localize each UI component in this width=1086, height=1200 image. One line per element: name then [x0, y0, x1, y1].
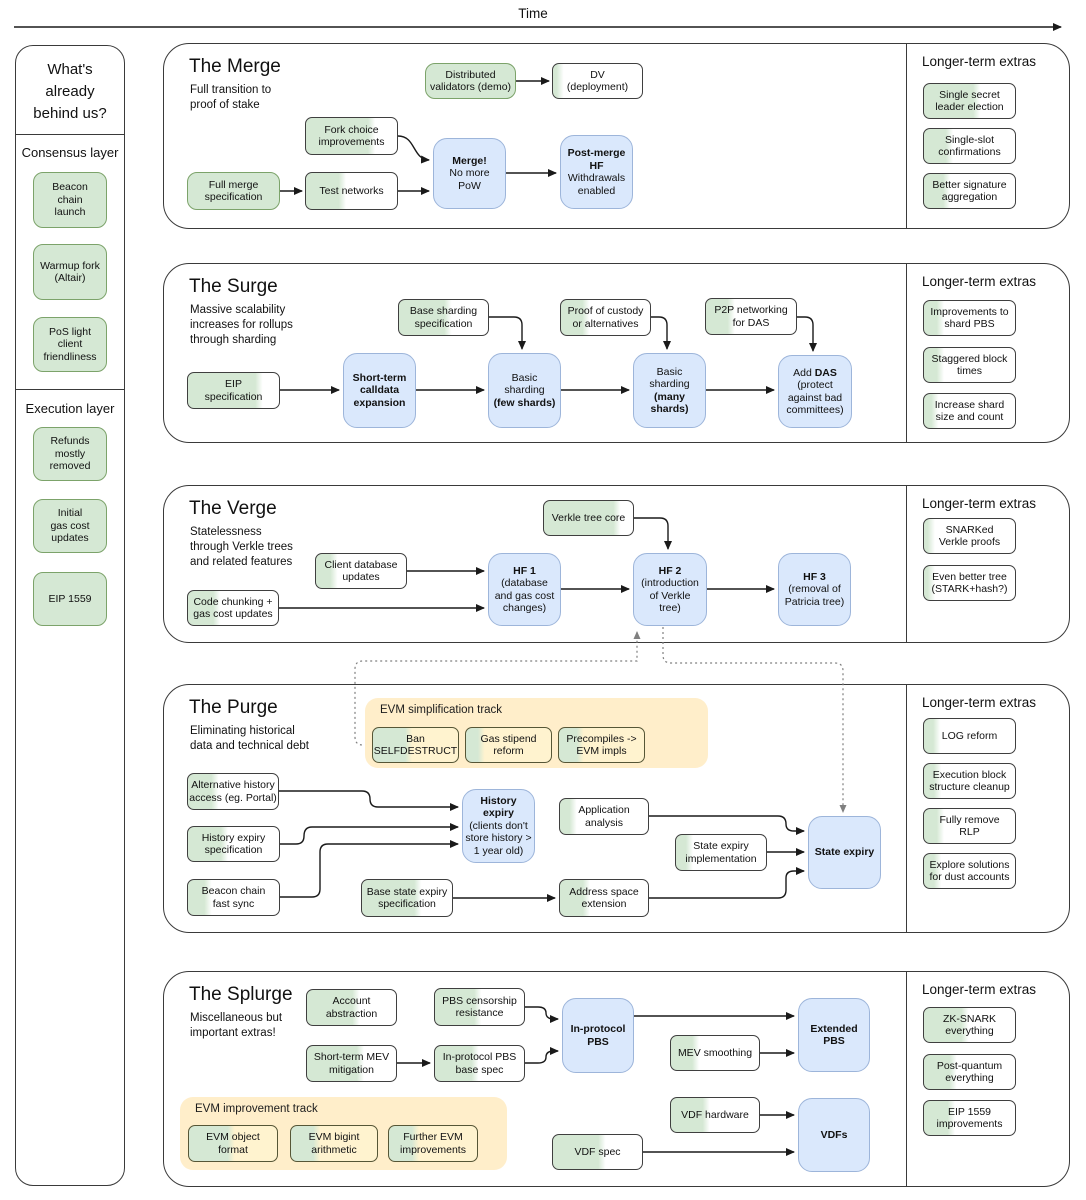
section-divider: [906, 972, 908, 1186]
section-subtitle: Massive scalability increases for rollup…: [190, 304, 293, 347]
extras-header: Longer-term extras: [922, 54, 1037, 69]
node-code-chunking: Code chunking +gas cost updates: [187, 590, 279, 626]
extras-header: Longer-term extras: [922, 274, 1037, 289]
execution-layer-header: Execution layer: [25, 401, 115, 416]
section-divider: [906, 486, 908, 642]
extras-header: Longer-term extras: [922, 496, 1037, 511]
node-warmup-fork: Warmup fork(Altair): [33, 244, 107, 300]
section-subtitle: Miscellaneous but important extras!: [190, 1012, 283, 1040]
section-subtitle: Eliminating historical data and technica…: [190, 725, 309, 753]
section-divider: [906, 44, 908, 228]
section-subtitle: Statelessness through Verkle trees and r…: [190, 526, 293, 569]
node-vdf-spec: VDF spec: [552, 1134, 643, 1170]
extras-header: Longer-term extras: [922, 982, 1037, 997]
node-state-expiry: State expiry: [808, 816, 881, 889]
section-title: The Merge: [189, 56, 281, 77]
node-vdfs: VDFs: [798, 1098, 870, 1172]
section-title: The Surge: [189, 276, 278, 297]
node-log-reform: LOG reform: [923, 718, 1016, 754]
section-the-surge: The Surge Massive scalability increases …: [163, 263, 1070, 443]
node-test-networks: Test networks: [305, 172, 398, 210]
sidebar-divider: [16, 134, 124, 136]
sidebar-whats-behind-us: What's already behind us? Consensus laye…: [15, 45, 125, 1186]
node-precompiles: Precompiles ->EVM impls: [558, 727, 645, 763]
sidebar-divider: [16, 389, 124, 391]
section-divider: [906, 264, 908, 442]
node-vdf-hardware: VDF hardware: [670, 1097, 760, 1133]
node-mev-smoothing: MEV smoothing: [670, 1035, 760, 1071]
node-verkle-tree-core: Verkle tree core: [543, 500, 634, 536]
sidebar-title: What's already behind us?: [33, 61, 107, 122]
consensus-layer-header: Consensus layer: [21, 145, 119, 160]
section-title: The Verge: [189, 498, 277, 519]
section-divider: [906, 685, 908, 932]
node-dv-deploy: DV(deployment): [552, 63, 643, 99]
evm-simplification-track-label: EVM simplification track: [380, 704, 503, 716]
time-axis-label: Time: [518, 6, 548, 21]
section-title: The Splurge: [189, 984, 293, 1005]
extras-header: Longer-term extras: [922, 695, 1037, 710]
section-subtitle: Full transition to proof of stake: [190, 84, 272, 112]
evm-improvement-track-label: EVM improvement track: [195, 1103, 318, 1115]
section-title: The Purge: [189, 697, 278, 718]
node-even-better-tree: Even better tree(STARK+hash?): [923, 565, 1016, 601]
node-eip-1559: EIP 1559: [33, 572, 107, 626]
